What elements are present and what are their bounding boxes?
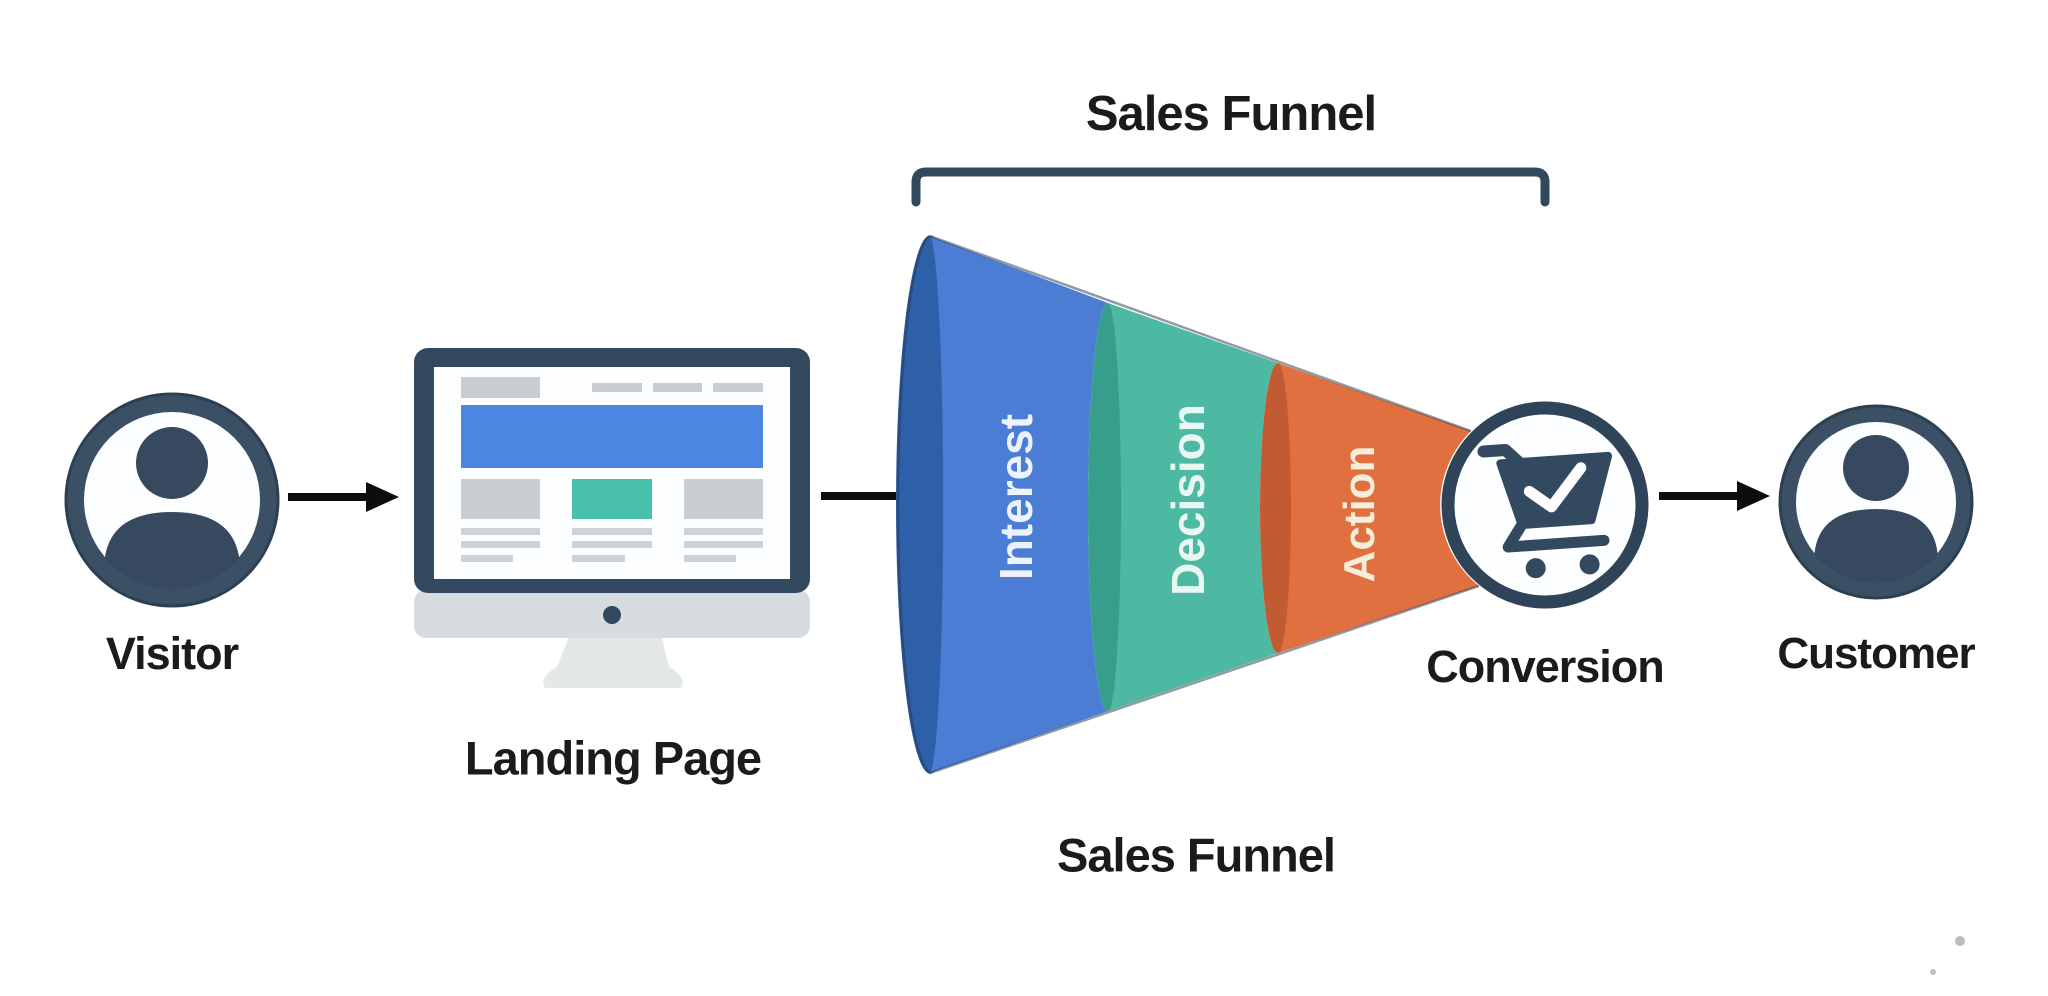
arrow-visitor-to-landing — [288, 482, 399, 512]
customer-label: Customer — [1777, 629, 1975, 678]
landing-page-wireframe — [461, 377, 763, 562]
wireframe-card-middle — [572, 479, 652, 519]
artifact-speck — [1930, 969, 1936, 975]
funnel-bracket-title: Sales Funnel — [1085, 87, 1377, 141]
monitor-icon — [414, 348, 810, 688]
funnel-stage-decision — [1108, 303, 1278, 711]
wireframe-card-left — [461, 479, 540, 519]
funnel-caption: Sales Funnel — [1057, 828, 1336, 882]
person-icon — [1814, 435, 1938, 583]
artifact-speck — [1955, 936, 1965, 946]
arrow-conversion-to-customer — [1659, 481, 1770, 511]
funnel-stage-action — [1278, 363, 1479, 653]
funnel-decision-edge — [1088, 303, 1128, 711]
stage-label-action: Action — [1335, 445, 1384, 583]
monitor-stand — [543, 630, 683, 688]
cart-check-icon — [1477, 443, 1613, 579]
customer-avatar — [1778, 404, 1974, 600]
conversion-badge — [1441, 401, 1649, 609]
landing-page-label: Landing Page — [464, 731, 762, 785]
check-icon — [1523, 462, 1587, 513]
wireframe-text-lines — [461, 528, 763, 562]
wireframe-nav-links — [592, 383, 763, 392]
funnel-action-edge — [1260, 363, 1296, 653]
wireframe-logo-block — [461, 377, 540, 398]
wireframe-card-right — [684, 479, 763, 519]
conversion-label: Conversion — [1426, 641, 1665, 692]
visitor-avatar — [64, 392, 280, 608]
person-icon — [104, 427, 240, 589]
monitor-camera-dot — [603, 606, 621, 624]
sales-funnel-cone — [896, 234, 1480, 775]
stage-label-interest: Interest — [990, 413, 1042, 581]
funnel-outline — [896, 234, 1480, 775]
stage-label-decision: Decision — [1162, 404, 1214, 596]
funnel-stage-interest — [930, 236, 1108, 773]
sales-funnel-bracket — [911, 167, 1550, 207]
visitor-label: Visitor — [105, 628, 239, 679]
wireframe-hero-banner — [461, 405, 763, 468]
